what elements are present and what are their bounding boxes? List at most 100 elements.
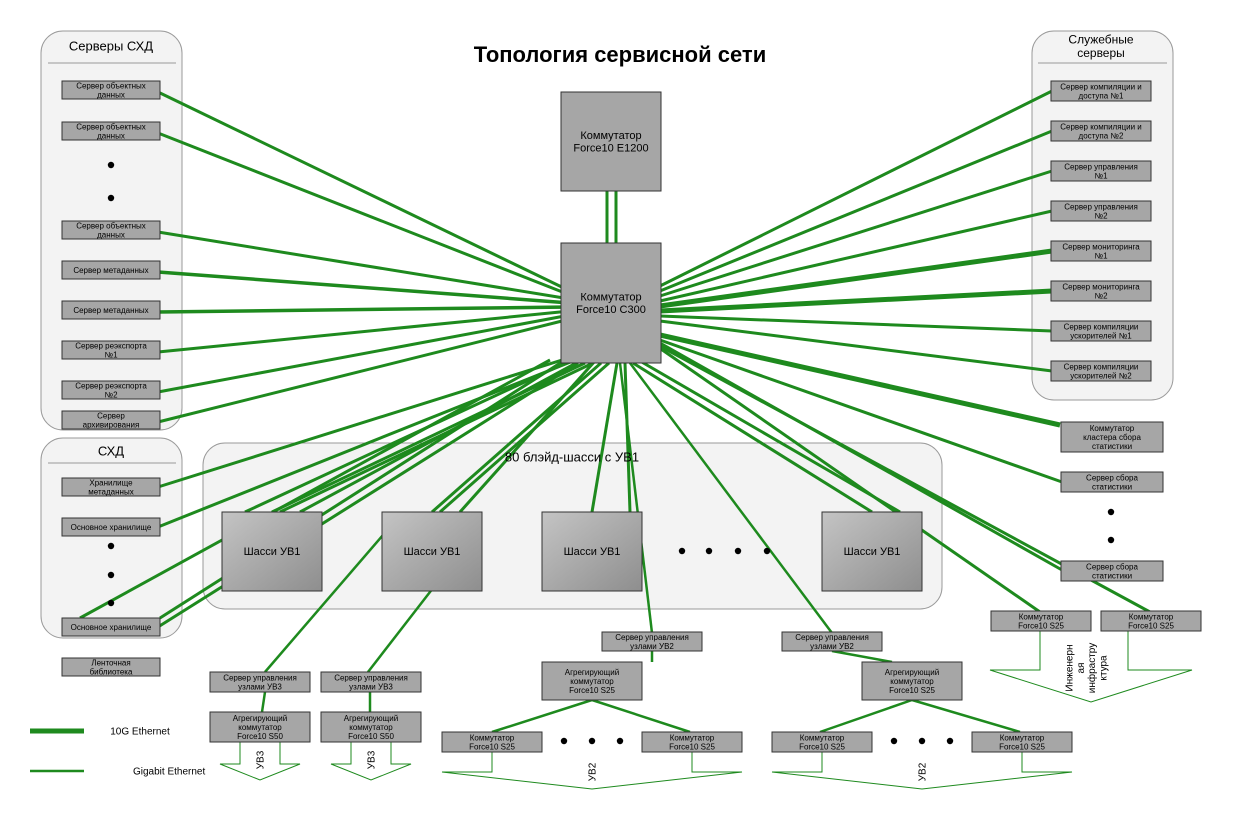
ellipsis-dot: [107, 161, 115, 169]
link-chassis: [299, 359, 581, 514]
storage-unit-3-label: Основное хранилище: [71, 623, 152, 632]
storage-unit-2: [61, 517, 161, 537]
switch-force10-e1200: [560, 91, 662, 192]
uv2-b-switch-left: [771, 731, 873, 753]
storage-unit-4: [61, 657, 161, 677]
uv2-a-agg-switch: [541, 661, 643, 701]
link-service-server-8: [659, 319, 1053, 373]
storage-server-5: [61, 300, 161, 320]
chassis-3: [541, 511, 643, 592]
link-service-server-5: [659, 248, 1053, 309]
ellipsis-dot: [616, 737, 624, 745]
link-service-server-7: [659, 314, 1053, 333]
chassis-1-label: Шасси УВ1: [244, 546, 301, 558]
link-service-server-1: [659, 89, 1053, 288]
ellipsis-dot: [588, 737, 596, 745]
chassis-4-label: Шасси УВ1: [844, 546, 901, 558]
link-storage-server-3: [157, 230, 571, 301]
ellipsis-dot: [107, 599, 115, 607]
ellipsis-dot: [107, 571, 115, 579]
storage-server-5-label: Сервер метаданных: [73, 306, 148, 315]
uv3-b-arrow: [330, 742, 412, 781]
stats-server: [1060, 560, 1164, 582]
link-storage-server-5: [157, 305, 571, 314]
uv2-a-mgmt-server: [601, 631, 703, 652]
ellipsis-dot: [763, 547, 771, 555]
storage-server-4-label: Сервер метаданных: [73, 266, 148, 275]
link-service-server-6: [659, 288, 1053, 314]
link-stats-server: [659, 338, 1063, 484]
uv3-b-agg-switch: [320, 711, 422, 743]
link-uv2-internal: [911, 698, 1021, 734]
link-chassis: [639, 359, 901, 514]
link-storage-server-6: [157, 309, 571, 354]
link-chassis: [244, 359, 571, 514]
ellipsis-dot: [107, 194, 115, 202]
link-uv2-internal: [819, 698, 913, 734]
stats-cluster-switch: [1060, 421, 1164, 453]
service-server-6: [1050, 280, 1152, 302]
storage-server-2: [61, 121, 161, 141]
storage-server-3: [61, 220, 161, 240]
uv2-a-switch-right: [641, 731, 743, 753]
chassis-2-label: Шасси УВ1: [404, 546, 461, 558]
link-storage-unit-1: [157, 353, 579, 489]
uv2-a-switch-left: [441, 731, 543, 753]
storage-server-4: [61, 260, 161, 280]
link-chassis: [439, 361, 610, 514]
link-service-server-2: [659, 129, 1053, 293]
chassis-2: [381, 511, 483, 592]
service-server-7: [1050, 320, 1152, 342]
service-server-1: [1050, 80, 1152, 102]
ellipsis-dot: [1107, 508, 1115, 516]
ellipsis-dot: [705, 547, 713, 555]
storage-unit-1: [61, 477, 161, 497]
ellipsis-dot: [918, 737, 926, 745]
uv3-a-mgmt-server: [209, 671, 311, 693]
storage-server-8: [61, 410, 161, 430]
infrastructure-arrow: [989, 631, 1193, 703]
infrastructure-label: Инженернаяинфраструктура: [1065, 643, 1110, 694]
group-blade-chassis-title: 80 блэйд-шасси с УВ1: [505, 450, 639, 465]
ellipsis-dot: [890, 737, 898, 745]
link-service-server-4: [659, 209, 1053, 303]
group-storage: [40, 437, 183, 639]
uv3-b-label: УВ3: [367, 750, 378, 769]
ellipsis-dot: [946, 737, 954, 745]
link-storage-server-2: [157, 131, 571, 297]
ellipsis-dot: [678, 547, 686, 555]
service-server-2: [1050, 120, 1152, 142]
switch-force10-c300: [560, 242, 662, 364]
uv2-a-label: УВ2: [588, 762, 599, 781]
stats-switch-s25: [990, 610, 1092, 632]
link-storage-unit-2: [157, 357, 579, 529]
link-uv2-mgmt: [618, 362, 654, 634]
page-title: Топология сервисной сети: [474, 42, 766, 67]
link-chassis: [623, 362, 632, 513]
service-server-8: [1050, 360, 1152, 382]
uv2-b-switch-right: [971, 731, 1073, 753]
link-stats-cluster: [659, 332, 1061, 428]
